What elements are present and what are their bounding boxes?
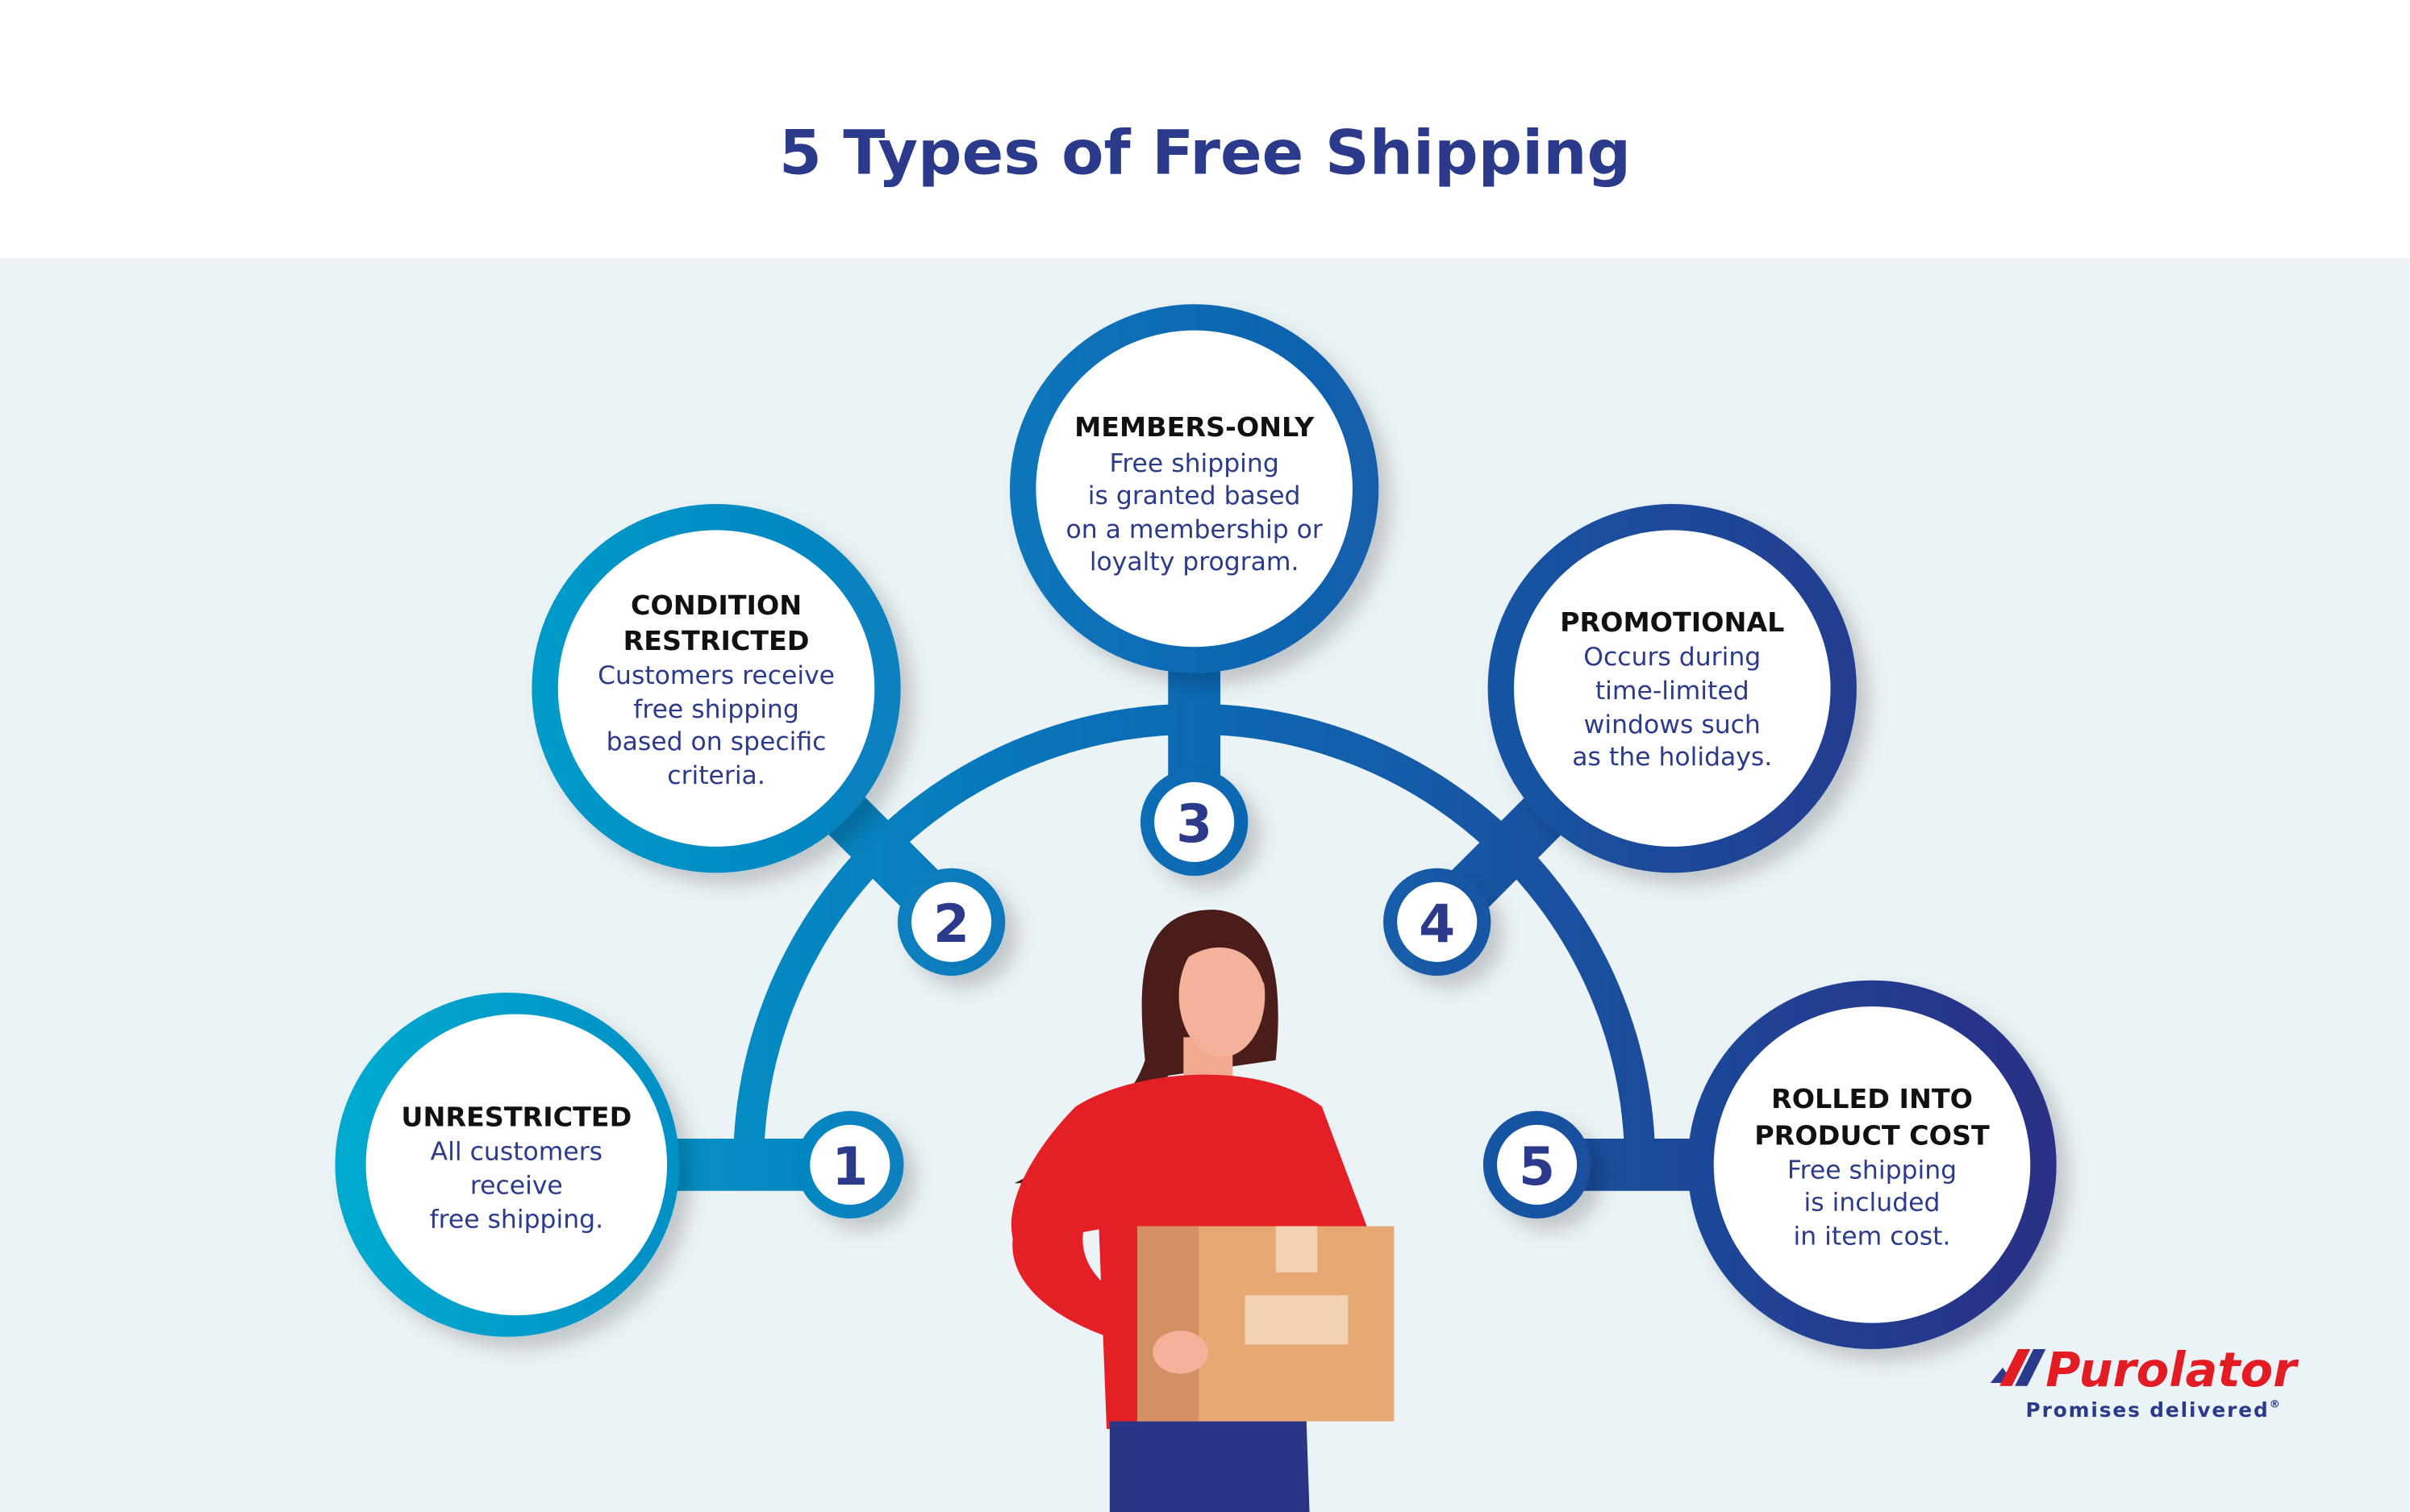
item-text: in item cost. [1794, 1222, 1951, 1251]
item-heading: RESTRICTED [623, 625, 810, 656]
item-text: is granted based [1088, 481, 1301, 510]
item-text: based on specific [607, 727, 827, 756]
number-badge [1397, 881, 1478, 962]
item-heading: CONDITION [631, 589, 802, 621]
number-badge [911, 881, 992, 962]
item-text: is included [1803, 1189, 1940, 1218]
item-text: criteria. [667, 761, 765, 790]
item-number: 5 [1519, 1137, 1555, 1198]
item-circle [1713, 1006, 2031, 1323]
item-circle [1514, 530, 1831, 847]
item-heading: PROMOTIONAL [1560, 606, 1784, 638]
item-text: Free shipping [1787, 1156, 1957, 1185]
item-members-only: MEMBERS-ONLY Free shipping is granted ba… [1010, 304, 1379, 877]
item-number: 3 [1176, 794, 1212, 855]
logo-wordmark: Purolator [2045, 1342, 2300, 1397]
number-badge [1154, 781, 1235, 862]
item-text: free shipping. [430, 1205, 604, 1234]
item-text: free shipping [633, 695, 799, 724]
item-text: receive [470, 1172, 563, 1201]
item-heading: MEMBERS-ONLY [1074, 411, 1315, 443]
item-number: 4 [1419, 894, 1455, 955]
item-text: Free shipping [1110, 449, 1279, 478]
item-circle [365, 1014, 668, 1316]
item-text: loyalty program. [1090, 548, 1299, 577]
item-heading: PRODUCT COST [1754, 1120, 1990, 1152]
logo-tagline-line: Promises delivered® [2026, 1398, 2280, 1422]
item-heading: UNRESTRICTED [401, 1102, 632, 1133]
item-text: windows such [1584, 710, 1761, 739]
header-band [0, 0, 2410, 259]
item-text: on a membership or [1065, 515, 1322, 544]
purolator-logo: Purolator Promises delivered® [1990, 1342, 2300, 1422]
logo-tagline: Promises delivered [2026, 1398, 2270, 1422]
item-text: time-limited [1595, 677, 1749, 706]
item-text: All customers [431, 1138, 602, 1167]
item-circle [1036, 330, 1353, 648]
item-condition-restricted: CONDITION RESTRICTED Customers receive f… [532, 504, 1006, 976]
item-number: 1 [832, 1137, 868, 1198]
item-text: as the holidays. [1572, 743, 1772, 772]
item-heading: ROLLED INTO [1771, 1083, 1973, 1114]
page-title: 5 Types of Free Shipping [779, 116, 1631, 188]
item-unrestricted: UNRESTRICTED All customers receive free … [335, 992, 904, 1337]
item-text: Occurs during [1583, 643, 1761, 672]
registered-mark: ® [2270, 1398, 2280, 1410]
number-badge [1497, 1124, 1578, 1205]
item-promotional: PROMOTIONAL Occurs during time-limited w… [1383, 504, 1857, 976]
woman-holding-box-illustration [1011, 910, 1395, 1512]
item-circle [557, 530, 875, 847]
item-text: Customers receive [598, 661, 835, 690]
number-badge [810, 1124, 890, 1205]
item-number: 2 [933, 894, 969, 955]
item-rolled-into-product-cost: ROLLED INTO PRODUCT COST Free shipping i… [1482, 980, 2057, 1350]
